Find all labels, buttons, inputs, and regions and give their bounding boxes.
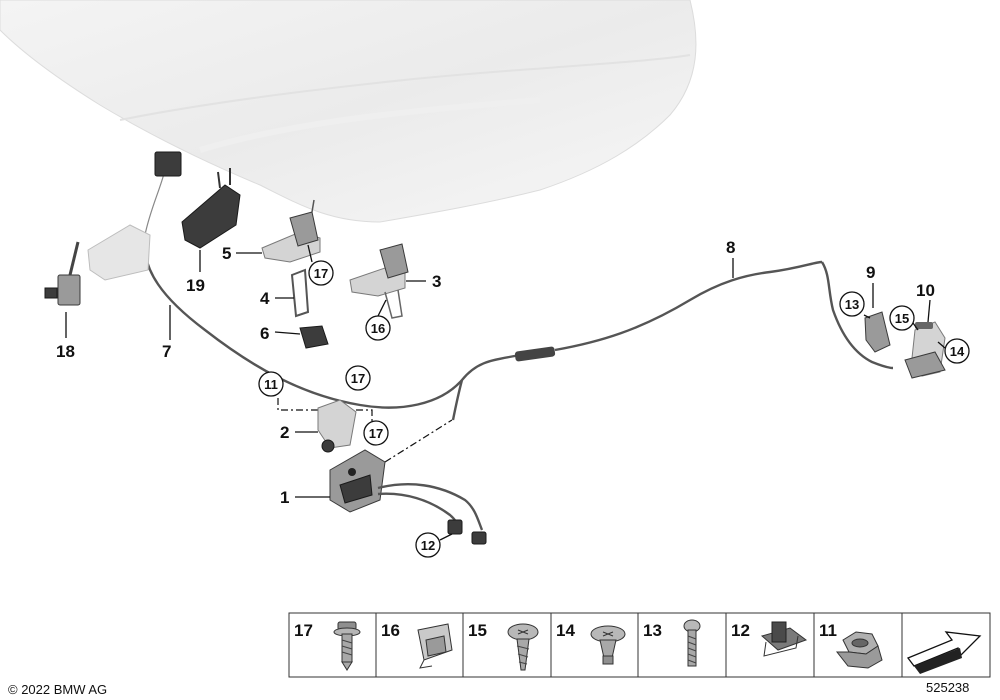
- circled-callout-17-top: 17: [308, 260, 334, 286]
- diagram-id: 525238: [926, 680, 969, 695]
- callout-4: 4: [260, 289, 270, 308]
- part-19-housing: [154, 151, 241, 249]
- cable-clip-icon: [417, 623, 453, 669]
- part-3-bracket: [349, 243, 409, 319]
- part-18-sensor: [44, 241, 81, 306]
- callout-10: 10: [916, 281, 935, 300]
- svg-text:14: 14: [950, 344, 965, 359]
- fastener-11-number: 11: [819, 621, 837, 640]
- callout-leaders: [65, 244, 946, 541]
- hood-latch-ghost: [87, 224, 151, 281]
- circled-callout-16: 17: [345, 365, 371, 391]
- circled-callout-11: 17: [363, 420, 389, 446]
- circled-callout-15: 15: [889, 305, 915, 331]
- callout-6: 6: [260, 324, 269, 343]
- circled-callout-14: 14: [944, 338, 970, 364]
- callout-19: 19: [186, 276, 205, 295]
- callout-numbers: 18 7 19 5 4 6 3 8 9 10 2 1: [56, 238, 935, 507]
- part-6-pad: [299, 325, 329, 349]
- svg-text:17: 17: [351, 371, 365, 386]
- part-5-bracket: [261, 199, 321, 263]
- circled-callout-17-low: 11: [258, 371, 284, 397]
- fastener-strip: 17 16 15 14 13 12 11: [288, 612, 991, 678]
- fastener-17-number: 17: [294, 621, 313, 640]
- callout-9: 9: [866, 263, 875, 282]
- part-2-catch: [317, 399, 357, 453]
- hood-panel: [0, 0, 697, 223]
- diagram-arrow-icon: [906, 631, 982, 674]
- flange-screw-icon: [590, 625, 626, 665]
- fastener-12-number: 12: [731, 621, 750, 640]
- fastener-16-number: 16: [381, 621, 400, 640]
- callout-3: 3: [432, 272, 441, 291]
- svg-text:12: 12: [421, 538, 435, 553]
- machine-screw-icon: [683, 619, 701, 667]
- callout-5: 5: [222, 244, 231, 263]
- hex-nut-icon: [835, 631, 883, 669]
- circled-callouts: 17 16 17 11 17 12 13 15 14: [258, 260, 970, 558]
- copyright-notice: © 2022 BMW AG: [8, 682, 107, 697]
- part-1-latch: [329, 449, 487, 545]
- part-9-10-release: [864, 311, 946, 379]
- svg-text:11: 11: [264, 377, 278, 392]
- svg-text:16: 16: [371, 321, 385, 336]
- screw-with-washer-icon: [333, 621, 361, 671]
- alignment-lines: [277, 398, 453, 463]
- fastener-14-number: 14: [556, 621, 575, 640]
- callout-18: 18: [56, 342, 75, 361]
- fastener-15-number: 15: [468, 621, 487, 640]
- circled-callout-17-mid: 16: [365, 315, 391, 341]
- fastener-13-number: 13: [643, 621, 662, 640]
- callout-8: 8: [726, 238, 735, 257]
- callout-7: 7: [162, 342, 171, 361]
- callout-1: 1: [280, 488, 289, 507]
- circled-callout-13: 13: [839, 291, 865, 317]
- part-4-loop: [290, 268, 310, 318]
- svg-text:17: 17: [314, 266, 328, 281]
- bowden-cable: [143, 169, 894, 421]
- wire-clip-icon: [760, 621, 808, 657]
- svg-text:13: 13: [845, 297, 859, 312]
- self-tapping-screw-icon: [507, 623, 539, 671]
- callout-2: 2: [280, 423, 289, 442]
- svg-text:15: 15: [895, 311, 909, 326]
- circled-callout-12: 12: [415, 532, 441, 558]
- svg-text:17: 17: [369, 426, 383, 441]
